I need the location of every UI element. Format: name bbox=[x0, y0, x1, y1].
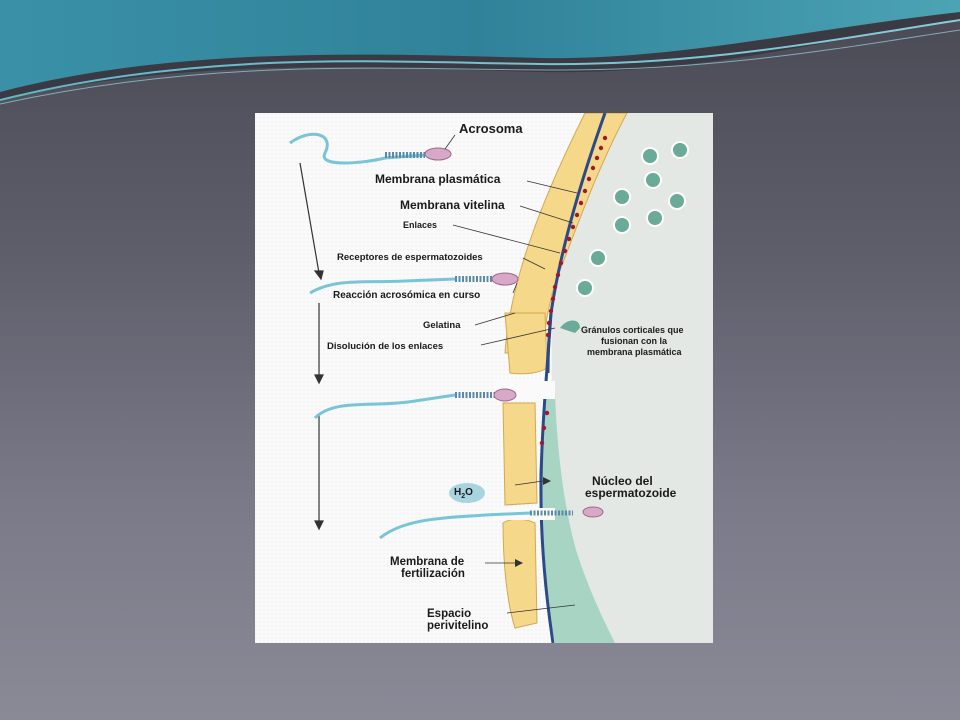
label-gelatina: Gelatina bbox=[423, 320, 461, 331]
fertilization-diagram: Acrosoma Membrana plasmática Membrana vi… bbox=[255, 113, 713, 643]
arrowheads bbox=[515, 477, 551, 567]
jelly-layer-section3 bbox=[502, 402, 538, 506]
label-membrana-plasmatica: Membrana plasmática bbox=[375, 172, 501, 186]
jelly-layer-middle bbox=[504, 312, 548, 375]
fertilization-membrane-line bbox=[539, 312, 555, 643]
sperm-receptors bbox=[539, 135, 608, 446]
label-fertilizacion-1: Membrana de bbox=[390, 556, 464, 568]
label-reaccion: Reacción acrosómica en curso bbox=[333, 290, 480, 301]
label-granulos-1: Gránulos corticales que bbox=[581, 325, 684, 335]
label-nucleo-1: Núcleo del bbox=[592, 474, 653, 488]
label-granulos-3: membrana plasmática bbox=[587, 347, 683, 357]
sperm-2 bbox=[309, 272, 519, 295]
label-acrosoma: Acrosoma bbox=[459, 121, 523, 136]
label-receptores: Receptores de espermatozoides bbox=[337, 252, 483, 263]
label-disolucion: Disolución de los enlaces bbox=[327, 341, 443, 352]
sperm-3 bbox=[313, 388, 517, 420]
label-fertilizacion-2: fertilización bbox=[401, 568, 465, 580]
process-arrows bbox=[299, 162, 324, 531]
perivitelline-space bbox=[539, 393, 615, 643]
label-espacio-1: Espacio bbox=[427, 608, 471, 620]
label-leaders bbox=[444, 134, 578, 614]
header-wave-light bbox=[0, 19, 960, 101]
header-wave-teal bbox=[0, 0, 960, 92]
sperm-4 bbox=[379, 506, 604, 540]
label-h2o: H2O bbox=[454, 487, 473, 500]
header-wave-line bbox=[0, 29, 960, 105]
label-granulos-2: fusionan con la bbox=[601, 336, 668, 346]
label-espacio-2: perivitelino bbox=[427, 620, 488, 632]
label-enlaces: Enlaces bbox=[403, 220, 437, 230]
label-nucleo-2: espermatozoide bbox=[585, 486, 677, 500]
sperm-1 bbox=[289, 132, 452, 165]
water-blob bbox=[449, 483, 485, 503]
label-membrana-vitelina: Membrana vitelina bbox=[400, 198, 505, 212]
cortical-granules bbox=[560, 141, 689, 333]
